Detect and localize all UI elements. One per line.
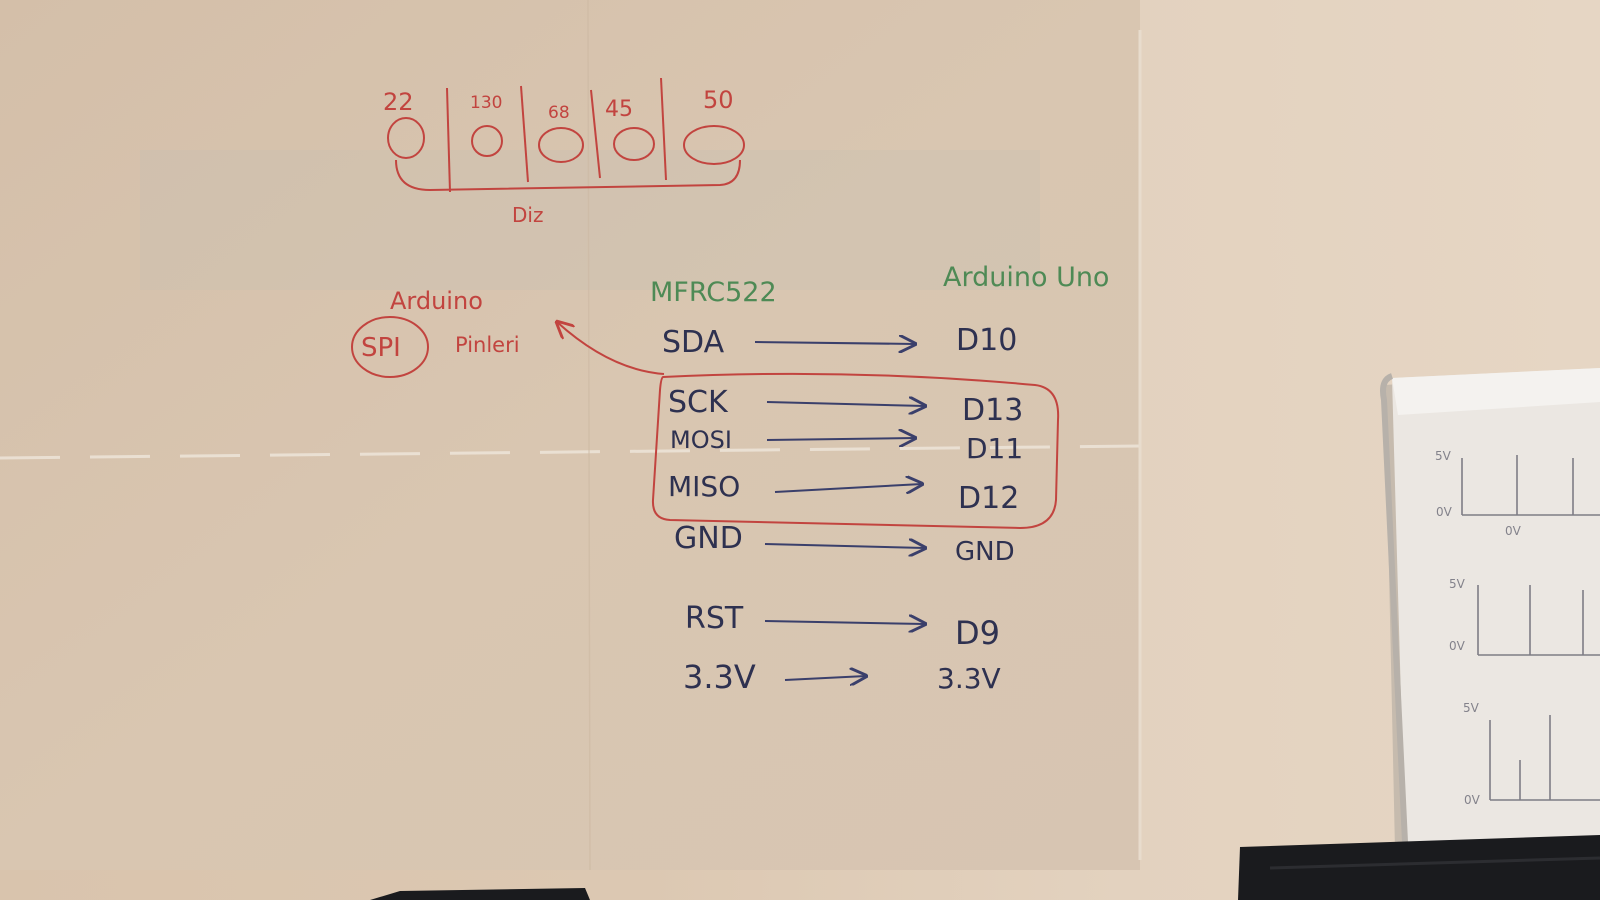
- sketch-bracket: [395, 159, 741, 192]
- flipchart: 5V 0V 0V 5V 0V 5V 0V: [1380, 368, 1600, 850]
- flipchart-label: 5V: [1449, 577, 1466, 591]
- pin-map: SDA D10 SCK D13 MOSI D11 MISO D12 GND GN…: [662, 323, 1023, 696]
- circle-shape: [538, 127, 584, 163]
- circle-shape: [387, 117, 425, 159]
- sketch-number: 22: [383, 88, 414, 116]
- sketch-number: 68: [548, 103, 570, 123]
- sketch-divider: [446, 87, 451, 193]
- pin-arrow: [766, 438, 915, 440]
- flipchart-label: 0V: [1436, 505, 1453, 519]
- monitor-right-bezel: [1269, 856, 1600, 870]
- board-seam-vertical: [587, 0, 591, 871]
- circle-shape: [471, 125, 503, 157]
- sketch-divider: [520, 85, 529, 183]
- pin-to: D10: [956, 323, 1017, 358]
- pin-from: SCK: [668, 385, 729, 420]
- flipchart-label: 5V: [1463, 701, 1480, 715]
- pin-from: SDA: [662, 325, 725, 360]
- pin-arrow: [784, 676, 866, 680]
- sketch-number: 45: [605, 97, 633, 122]
- pin-from: 3.3V: [683, 658, 756, 696]
- pin-from: MISO: [668, 470, 740, 503]
- circle-shape: [683, 125, 745, 165]
- pin-to: D9: [955, 614, 1000, 652]
- top-sketch: [387, 77, 745, 193]
- spi-circle: [351, 316, 429, 378]
- pin-to: GND: [955, 537, 1015, 567]
- spi-label: SPI: [361, 333, 401, 363]
- pin-from: RST: [685, 601, 744, 636]
- sketch-number: 50: [703, 86, 734, 114]
- pin-arrow: [754, 342, 915, 344]
- whiteboard: [0, 0, 1140, 870]
- spi-note-line2: Pinleri: [455, 333, 520, 357]
- pin-arrow: [774, 484, 922, 492]
- pin-from: MOSI: [670, 426, 732, 454]
- header-mfrc522: MFRC522: [650, 277, 777, 308]
- flipchart-label: 0V: [1449, 639, 1466, 653]
- pin-to: 3.3V: [937, 662, 1001, 695]
- monitor-left: [370, 888, 590, 900]
- pin-to: D13: [962, 393, 1023, 428]
- spi-note-line1: Arduino: [390, 287, 483, 315]
- spi-pointer-arrow: [557, 322, 665, 375]
- sketch-number: 130: [470, 93, 502, 113]
- sketch-divider: [590, 89, 601, 179]
- header-arduino-uno: Arduino Uno: [943, 262, 1109, 293]
- sketch-divider: [660, 77, 667, 181]
- pin-to: D12: [958, 481, 1019, 516]
- board-smudge: [140, 150, 1040, 290]
- monitor-right: [1238, 835, 1600, 900]
- pin-from: GND: [674, 521, 743, 556]
- sketch-label: Diz: [512, 203, 543, 227]
- flipchart-label: 0V: [1505, 524, 1522, 538]
- flipchart-paper: [1392, 368, 1600, 842]
- circle-shape: [613, 127, 655, 161]
- signal-plot: [1477, 585, 1600, 656]
- pin-arrow: [764, 621, 925, 624]
- flipchart-header: [1392, 368, 1600, 415]
- flipchart-roll: [1380, 373, 1408, 843]
- signal-plot: [1489, 715, 1600, 801]
- spi-note: SPI Arduino Pinleri: [351, 287, 520, 378]
- pin-arrow: [766, 402, 925, 406]
- board-seam-horizontal: [0, 444, 1141, 460]
- flipchart-label: 5V: [1435, 449, 1452, 463]
- signal-plot: [1461, 455, 1600, 516]
- pin-arrow: [764, 544, 925, 548]
- sketch-numbers: 22 130 68 45 50: [383, 86, 734, 123]
- spi-group-box: [651, 372, 1060, 530]
- flipchart-label: 0V: [1464, 793, 1481, 807]
- pin-to: D11: [966, 432, 1023, 465]
